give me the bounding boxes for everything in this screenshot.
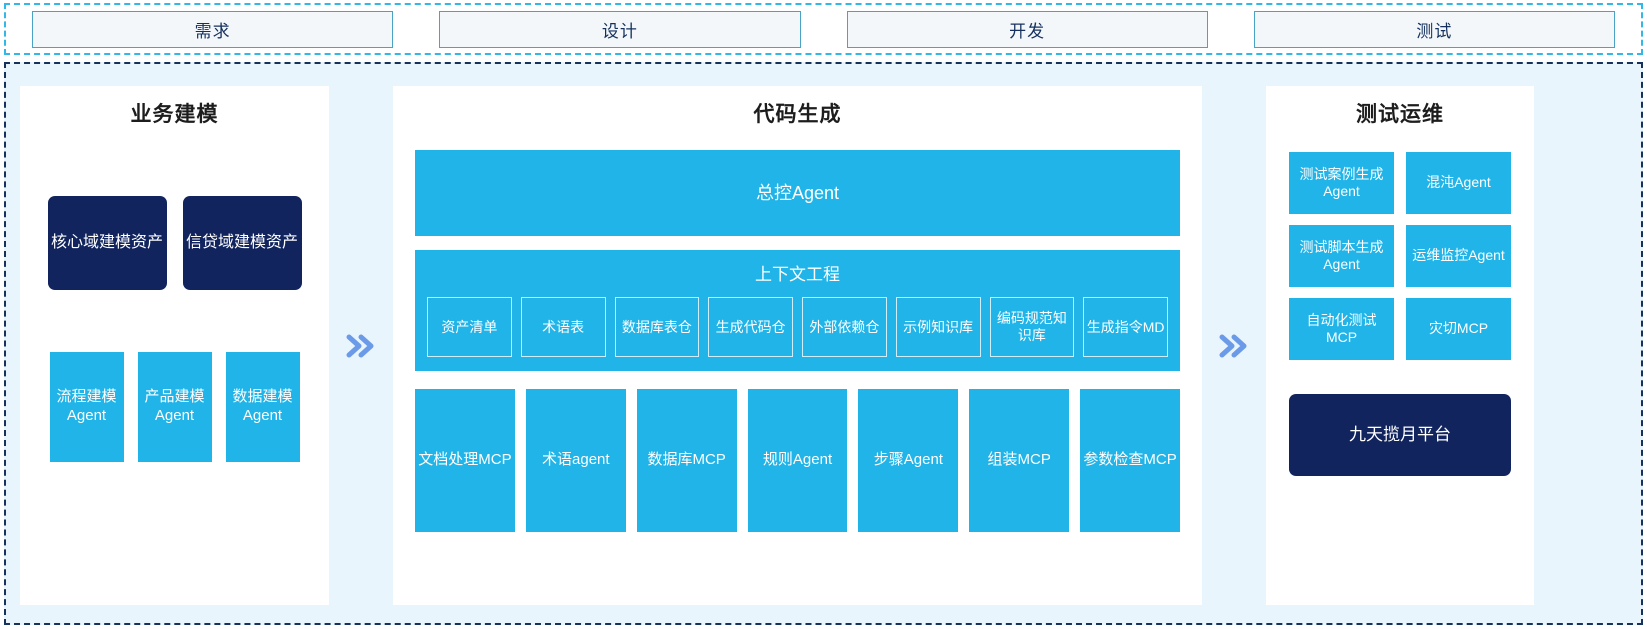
tool-glossary-agent[interactable]: 术语agent — [525, 389, 626, 532]
tool-parameter-check-mcp[interactable]: 参数检查MCP — [1080, 389, 1181, 532]
tool-database-mcp[interactable]: 数据库MCP — [636, 389, 737, 532]
asset-label: 信贷域建模资产 — [185, 233, 298, 251]
agent-label: 流程建模Agent — [56, 388, 117, 424]
tool-label: 步骤Agent — [873, 451, 943, 469]
tool-document-processing-mcp[interactable]: 文档处理MCP — [415, 389, 515, 532]
context-engineering-title: 上下文工程 — [755, 265, 840, 284]
context-item-external-dependency-repo[interactable]: 外部依赖仓 — [802, 297, 887, 357]
phase-item-development[interactable]: 开发 — [846, 10, 1208, 48]
master-control-agent[interactable]: 总控Agent — [415, 150, 1180, 236]
context-item-example-knowledge-base[interactable]: 示例知识库 — [895, 297, 981, 357]
context-item-generation-instruction-md[interactable]: 生成指令MD — [1083, 297, 1168, 357]
business-assets-group: 核心域建模资产 信贷域建模资产 — [36, 196, 313, 290]
context-item-label: 生成指令MD — [1086, 318, 1165, 335]
context-item-asset-inventory[interactable]: 资产清单 — [427, 297, 512, 357]
phase-strip: 需求 设计 开发 测试 — [4, 3, 1643, 55]
test-case-generation-agent[interactable]: 测试案例生成Agent — [1289, 152, 1394, 214]
panel-business-modeling: 业务建模 核心域建模资产 信贷域建模资产 流程建模Agent 产品建模Agent… — [20, 86, 329, 605]
context-item-label: 术语表 — [542, 318, 585, 335]
double-chevron-right-icon — [1219, 334, 1247, 357]
agent-label: 数据建模Agent — [232, 388, 293, 424]
tile-label: 灾切MCP — [1428, 320, 1489, 337]
asset-credit-domain[interactable]: 信贷域建模资产 — [182, 196, 302, 290]
context-item-label: 资产清单 — [441, 318, 498, 335]
double-chevron-right-icon — [346, 334, 374, 357]
tool-label: 参数检查MCP — [1083, 451, 1177, 469]
disaster-recovery-mcp[interactable]: 灾切MCP — [1406, 298, 1511, 360]
flow-arrow-center-to-right — [1202, 86, 1266, 605]
tool-assembly-mcp[interactable]: 组装MCP — [969, 389, 1070, 532]
context-item-coding-standard-knowledge-base[interactable]: 编码规范知识库 — [989, 297, 1075, 357]
context-item-label: 数据库表仓 — [621, 318, 692, 335]
tool-label: 组装MCP — [987, 451, 1051, 469]
context-item-generated-code-repo[interactable]: 生成代码仓 — [708, 297, 793, 357]
phase-label: 设计 — [601, 21, 638, 41]
phase-item-testing[interactable]: 测试 — [1253, 10, 1615, 48]
asset-core-domain[interactable]: 核心域建模资产 — [47, 196, 167, 290]
tile-label: 运维监控Agent — [1412, 247, 1505, 264]
asset-label: 核心域建模资产 — [50, 233, 163, 251]
phase-item-requirements[interactable]: 需求 — [32, 10, 394, 48]
agent-data-modeling[interactable]: 数据建模Agent — [225, 352, 300, 462]
agent-process-modeling[interactable]: 流程建模Agent — [49, 352, 124, 462]
chaos-agent[interactable]: 混沌Agent — [1406, 152, 1511, 214]
context-item-db-table-repo[interactable]: 数据库表仓 — [614, 297, 700, 357]
business-agents-group: 流程建模Agent 产品建模Agent 数据建模Agent — [36, 352, 313, 462]
context-item-label: 外部依赖仓 — [809, 318, 880, 335]
context-item-label: 生成代码仓 — [715, 318, 786, 335]
tool-agents-row: 文档处理MCP 术语agent 数据库MCP 规则Agent 步骤Agent 组… — [415, 389, 1181, 532]
panel-test-operations: 测试运维 测试案例生成Agent 混沌Agent 测试脚本生成Agent 运维监… — [1266, 86, 1534, 605]
panel-title: 测试运维 — [1356, 103, 1444, 126]
tool-label: 文档处理MCP — [418, 451, 512, 469]
phase-label: 需求 — [194, 21, 231, 41]
flow-arrow-left-to-center — [329, 86, 393, 605]
agent-label: 产品建模Agent — [144, 388, 205, 424]
tool-label: 术语agent — [542, 451, 610, 469]
agent-product-modeling[interactable]: 产品建模Agent — [137, 352, 212, 462]
test-ops-grid: 测试案例生成Agent 混沌Agent 测试脚本生成Agent 运维监控Agen… — [1289, 152, 1511, 360]
tile-label: 测试案例生成Agent — [1299, 165, 1384, 200]
panel-title: 业务建模 — [130, 103, 219, 126]
tool-rule-agent[interactable]: 规则Agent — [747, 389, 848, 532]
context-engineering-block: 上下文工程 资产清单 术语表 数据库表仓 生成代码仓 外部依赖仓 — [415, 250, 1180, 371]
panel-code-generation: 代码生成 总控Agent 上下文工程 资产清单 术语表 数据库表仓 — [393, 86, 1202, 605]
phase-label: 开发 — [1009, 21, 1046, 41]
phase-item-design[interactable]: 设计 — [439, 10, 801, 48]
automated-testing-mcp[interactable]: 自动化测试MCP — [1289, 298, 1394, 360]
context-item-label: 编码规范知识库 — [996, 310, 1067, 343]
architecture-diagram-frame: 业务建模 核心域建模资产 信贷域建模资产 流程建模Agent 产品建模Agent… — [4, 62, 1643, 625]
tile-label: 混沌Agent — [1426, 174, 1491, 191]
jiutian-lanyue-platform[interactable]: 九天揽月平台 — [1289, 394, 1511, 476]
tile-label: 测试脚本生成Agent — [1299, 238, 1384, 273]
phase-label: 测试 — [1416, 21, 1453, 41]
context-item-label: 示例知识库 — [903, 318, 974, 335]
master-agent-label: 总控Agent — [755, 182, 840, 203]
context-engineering-items: 资产清单 术语表 数据库表仓 生成代码仓 外部依赖仓 示例知 — [427, 297, 1168, 357]
tool-step-agent[interactable]: 步骤Agent — [858, 389, 959, 532]
tile-label: 自动化测试MCP — [1306, 311, 1377, 346]
code-generation-body: 总控Agent 上下文工程 资产清单 术语表 数据库表仓 生成代码仓 — [415, 134, 1181, 532]
operations-monitoring-agent[interactable]: 运维监控Agent — [1406, 225, 1511, 287]
test-script-generation-agent[interactable]: 测试脚本生成Agent — [1289, 225, 1394, 287]
context-item-glossary[interactable]: 术语表 — [520, 297, 606, 357]
platform-label: 九天揽月平台 — [1349, 424, 1451, 444]
tool-label: 数据库MCP — [647, 451, 726, 469]
tool-label: 规则Agent — [762, 451, 833, 469]
panel-title: 代码生成 — [753, 103, 842, 126]
